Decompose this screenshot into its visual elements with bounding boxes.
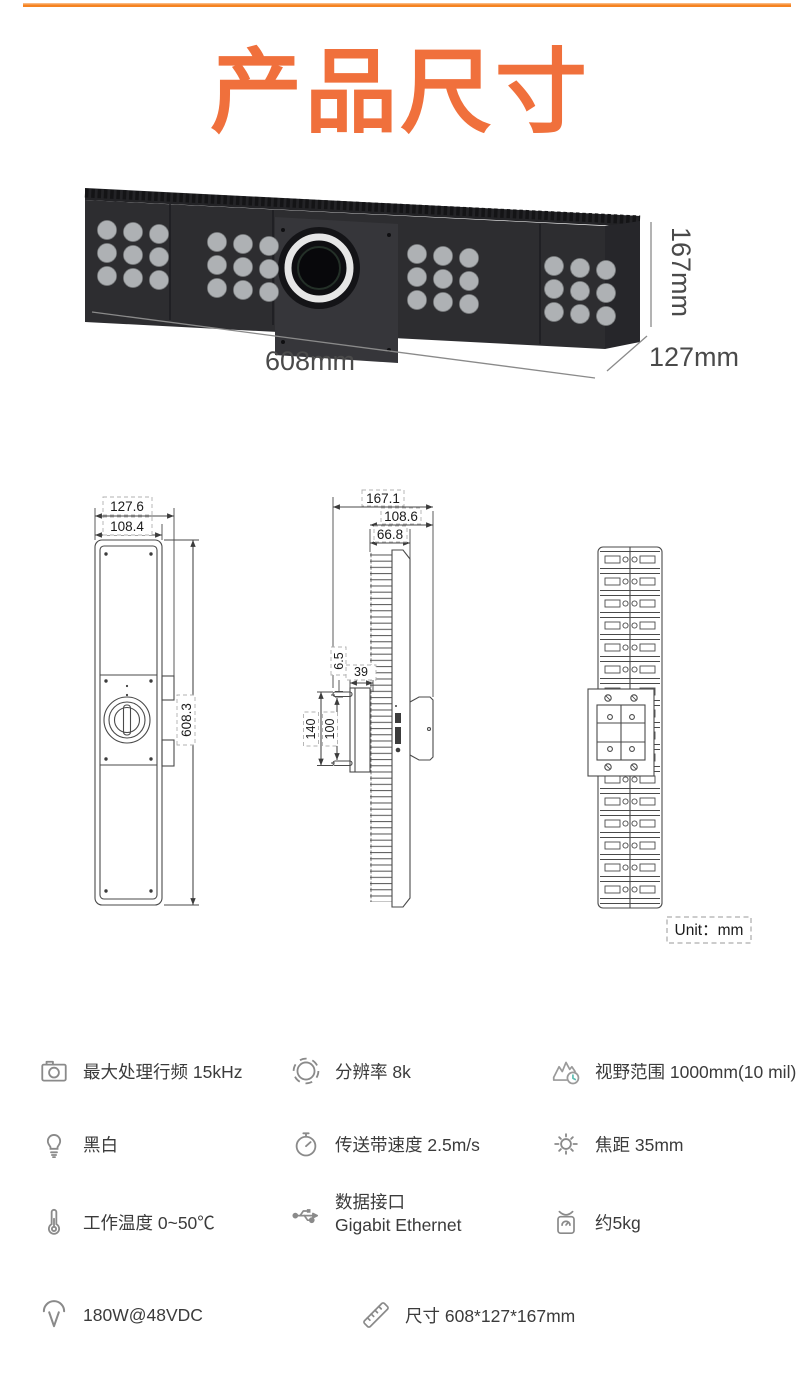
spec-label-line2: Gigabit Ethernet	[335, 1215, 462, 1236]
dimension-label-depth: 127mm	[649, 342, 739, 372]
heatsink-top	[84, 188, 641, 227]
spec-label: 尺寸 608*127*167mm	[405, 1305, 576, 1326]
lens-mount-block	[275, 217, 398, 363]
front-view	[94, 496, 199, 906]
front-dim-outer-width: 127.6	[110, 499, 144, 514]
front-dim-inner-width: 108.4	[110, 519, 144, 534]
spec-label: 最大处理行频 15kHz	[83, 1061, 243, 1082]
sun-icon	[550, 1128, 582, 1160]
side-dim-bracket: 39	[354, 665, 368, 679]
spec-label: 工作温度 0~50℃	[83, 1212, 215, 1233]
spec-item-field-of-view: 视野范围 1000mm(10 mil)	[550, 1055, 796, 1087]
camera-icon	[38, 1055, 70, 1087]
voltage-icon	[38, 1299, 70, 1331]
product-photo: 608mm 127mm 167mm	[84, 188, 739, 379]
usb-icon	[290, 1198, 322, 1230]
spec-label: 数据接口	[335, 1192, 405, 1212]
spec-item-temperature: 工作温度 0~50℃	[38, 1206, 215, 1238]
ruler-icon	[360, 1299, 392, 1331]
spec-label: 180W@48VDC	[83, 1304, 203, 1325]
spec-item-weight: 约5kg	[550, 1206, 641, 1238]
photo-dimension-lines	[91, 222, 652, 379]
bulb-icon	[38, 1128, 70, 1160]
svg-text:Unit：mm: Unit：mm	[675, 922, 744, 939]
field-of-view-icon	[550, 1055, 582, 1087]
dimension-label-height: 167mm	[666, 227, 696, 317]
unit-label: Unit：mm	[666, 916, 752, 944]
top-divider	[23, 3, 791, 7]
scale-icon	[550, 1206, 582, 1238]
spec-label: 分辨率 8k	[335, 1061, 411, 1082]
side-dim-mid: 108.6	[384, 509, 418, 524]
front-dim-height: 608.3	[179, 703, 194, 737]
led-clusters	[97, 220, 616, 326]
side-dim-span-outer: 140	[304, 719, 318, 740]
side-dim-body: 66.8	[377, 527, 403, 542]
spec-label: 焦距 35mm	[595, 1134, 684, 1155]
spec-item-resolution: 分辨率 8k	[290, 1055, 411, 1087]
thermometer-icon	[38, 1206, 70, 1238]
dimension-label-length: 608mm	[265, 346, 355, 376]
spec-label: 黑白	[83, 1134, 118, 1155]
side-view	[317, 489, 434, 908]
spec-item-line-rate: 最大处理行频 15kHz	[38, 1055, 242, 1087]
technical-drawings: 127.6 108.4 608.3	[94, 489, 752, 944]
spec-label-block: 数据接口 Gigabit Ethernet	[335, 1191, 461, 1238]
spec-label: 视野范围 1000mm(10 mil)	[595, 1061, 797, 1082]
spec-item-size: 尺寸 608*127*167mm	[360, 1299, 575, 1331]
spec-label: 约5kg	[595, 1212, 641, 1233]
side-dim-span-inner: 100	[323, 719, 337, 740]
back-view	[587, 546, 663, 909]
aperture-icon	[290, 1055, 322, 1087]
spec-item-belt-speed: 传送带速度 2.5m/s	[290, 1128, 480, 1160]
side-dim-total: 167.1	[366, 491, 400, 506]
spec-item-color-mode: 黑白	[38, 1128, 118, 1160]
page-title: 产品尺寸	[209, 42, 590, 144]
spec-item-data-interface: 数据接口 Gigabit Ethernet	[290, 1191, 461, 1238]
side-dim-pin: 6.5	[332, 652, 346, 669]
spec-item-focal-length: 焦距 35mm	[550, 1128, 683, 1160]
stopwatch-icon	[290, 1128, 322, 1160]
spec-item-power: 180W@48VDC	[38, 1299, 203, 1331]
spec-label: 传送带速度 2.5m/s	[335, 1134, 480, 1155]
